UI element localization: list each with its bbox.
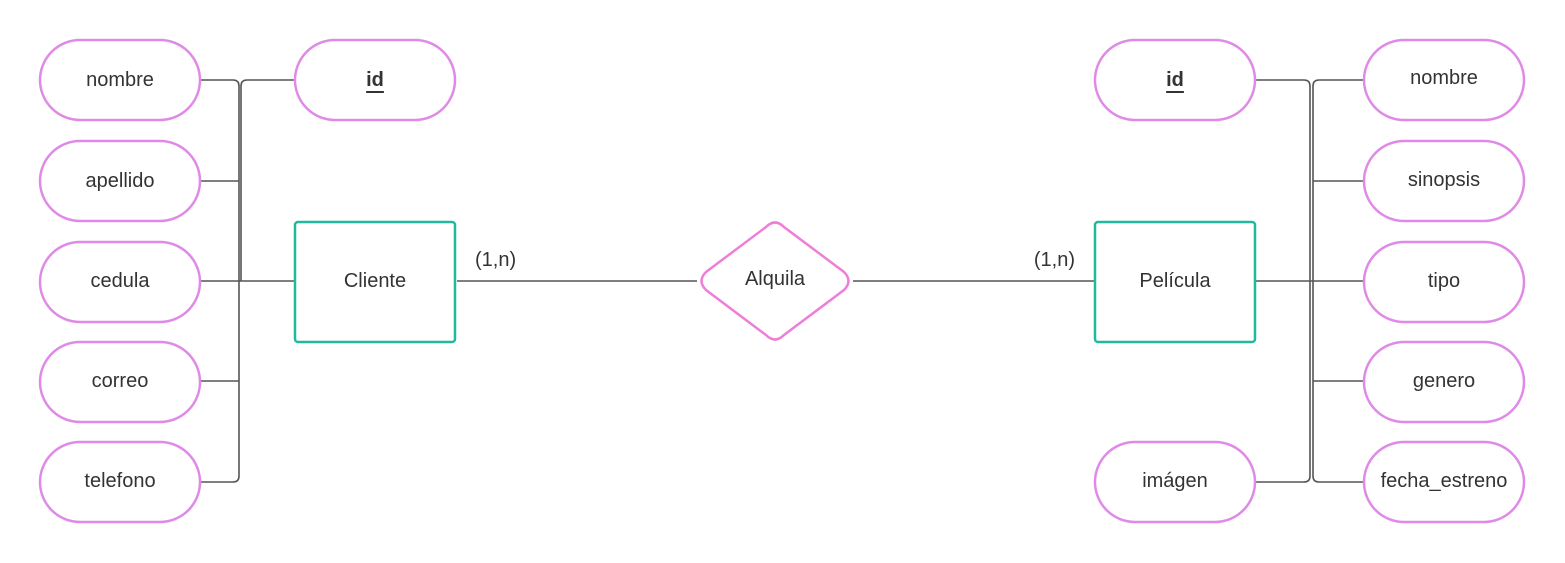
attribute-label: sinopsis — [1408, 169, 1480, 191]
cliente-key-attribute-id: id — [293, 38, 457, 122]
pelicula-attribute-sinopsis: sinopsis — [1362, 139, 1526, 223]
attribute-shape — [1362, 440, 1526, 524]
attribute-label: cedula — [91, 270, 151, 292]
pelicula-attribute-tipo: tipo — [1362, 240, 1526, 324]
entity-shape — [1093, 220, 1257, 344]
cardinality-right: (1,n) — [1034, 249, 1075, 271]
pelicula-key-attribute-id: id — [1093, 38, 1257, 122]
cliente-id-connector — [240, 79, 295, 281]
attribute-label: fecha_estreno — [1381, 470, 1508, 492]
attribute-label: correo — [92, 370, 149, 392]
pelicula-attribute-fecha-estreno: fecha_estreno — [1362, 440, 1526, 524]
attribute-label: genero — [1413, 370, 1475, 392]
relationship-label: Alquila — [745, 268, 806, 290]
attribute-shape — [293, 38, 457, 122]
cliente-attribute-apellido: apellido — [38, 139, 202, 223]
attribute-label: telefono — [84, 470, 155, 492]
relationship-shape — [700, 221, 850, 341]
entity-shape — [293, 220, 457, 344]
attribute-shape — [1362, 38, 1526, 122]
attribute-label: tipo — [1428, 270, 1460, 292]
attribute-label: nombre — [1410, 67, 1478, 89]
attribute-label: imágen — [1142, 470, 1208, 492]
attribute-shape — [1093, 440, 1257, 524]
connectors — [201, 79, 1363, 483]
pelicula-attribute-genero: genero — [1362, 340, 1526, 424]
entity-label: Cliente — [344, 270, 406, 292]
attribute-shape — [38, 340, 202, 424]
cliente-attribute-cedula: cedula — [38, 240, 202, 324]
cliente-attribute-nombre: nombre — [38, 38, 202, 122]
entity-cliente: Cliente — [293, 220, 457, 344]
attribute-shape — [1093, 38, 1257, 122]
cliente-attribute-telefono: telefono — [38, 440, 202, 524]
attribute-shape — [1362, 240, 1526, 324]
attribute-shape — [1362, 340, 1526, 424]
attribute-shape — [38, 38, 202, 122]
key-attribute-label: id — [366, 69, 384, 91]
cliente-attribute-correo: correo — [38, 340, 202, 424]
attribute-shape — [38, 240, 202, 324]
cardinality-left: (1,n) — [475, 249, 516, 271]
pelicula-attribute-imagen: imágen — [1093, 440, 1257, 524]
relationship-alquila: Alquila — [700, 221, 850, 341]
entity-pelicula: Película — [1093, 220, 1257, 344]
key-attribute-label: id — [1166, 69, 1184, 91]
attribute-shape — [38, 440, 202, 524]
pelicula-attribute-nombre: nombre — [1362, 38, 1526, 122]
entity-label: Película — [1139, 270, 1211, 292]
attribute-label: apellido — [86, 170, 155, 192]
attribute-shape — [1362, 139, 1526, 223]
attribute-label: nombre — [86, 69, 154, 91]
attribute-shape — [38, 139, 202, 223]
